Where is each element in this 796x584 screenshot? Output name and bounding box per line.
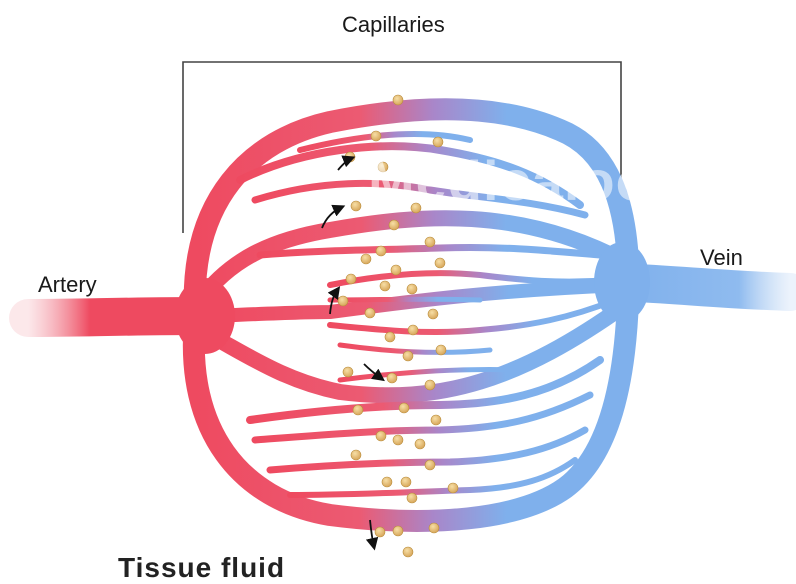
arrow-1 (338, 158, 352, 170)
vein-label: Vein (700, 245, 743, 271)
fluid-particle (351, 450, 361, 460)
fluid-particle (343, 367, 353, 377)
fluid-particle (436, 345, 446, 355)
fluid-particle (391, 265, 401, 275)
fluid-particle (375, 527, 385, 537)
watermark: Medicalook. (368, 148, 700, 213)
fluid-particle (387, 373, 397, 383)
fluid-particle (431, 415, 441, 425)
artery-label: Artery (38, 272, 97, 298)
fluid-particle (361, 254, 371, 264)
venule-junction (594, 242, 650, 322)
capillary-bed-diagram: Medicalook. Capillaries Artery Vein Tiss… (0, 0, 796, 569)
fluid-particle (407, 493, 417, 503)
fluid-particle (376, 246, 386, 256)
fluid-particle (393, 526, 403, 536)
fluid-particle (425, 380, 435, 390)
arteriole-junction (175, 278, 235, 354)
fluid-particle (401, 477, 411, 487)
fluid-particle (382, 477, 392, 487)
fluid-particle (365, 308, 375, 318)
fluid-particle (393, 95, 403, 105)
fluid-particle (433, 137, 443, 147)
fluid-particle (371, 131, 381, 141)
fluid-particle (415, 439, 425, 449)
fluid-particle (428, 309, 438, 319)
fluid-particle (393, 435, 403, 445)
fluid-particle (429, 523, 439, 533)
fluid-particle (425, 237, 435, 247)
tissue-fluid-label: Tissue fluid (118, 552, 285, 584)
fluid-particle (407, 284, 417, 294)
fluid-particle (351, 201, 361, 211)
fluid-particle (338, 296, 348, 306)
capillaries-label: Capillaries (342, 12, 445, 38)
fluid-particle (346, 274, 356, 284)
fluid-particle (435, 258, 445, 268)
fluid-particle (353, 405, 363, 415)
fluid-particle (380, 281, 390, 291)
fluid-particle (385, 332, 395, 342)
branch-vessels (200, 218, 625, 395)
fluid-particle (448, 483, 458, 493)
fluid-particle (389, 220, 399, 230)
fluid-particle (399, 403, 409, 413)
fluid-particle (425, 460, 435, 470)
fluid-particle (403, 547, 413, 557)
fluid-particle (376, 431, 386, 441)
fluid-particle (408, 325, 418, 335)
capillary-network-graphic (0, 0, 796, 569)
fluid-particle (403, 351, 413, 361)
